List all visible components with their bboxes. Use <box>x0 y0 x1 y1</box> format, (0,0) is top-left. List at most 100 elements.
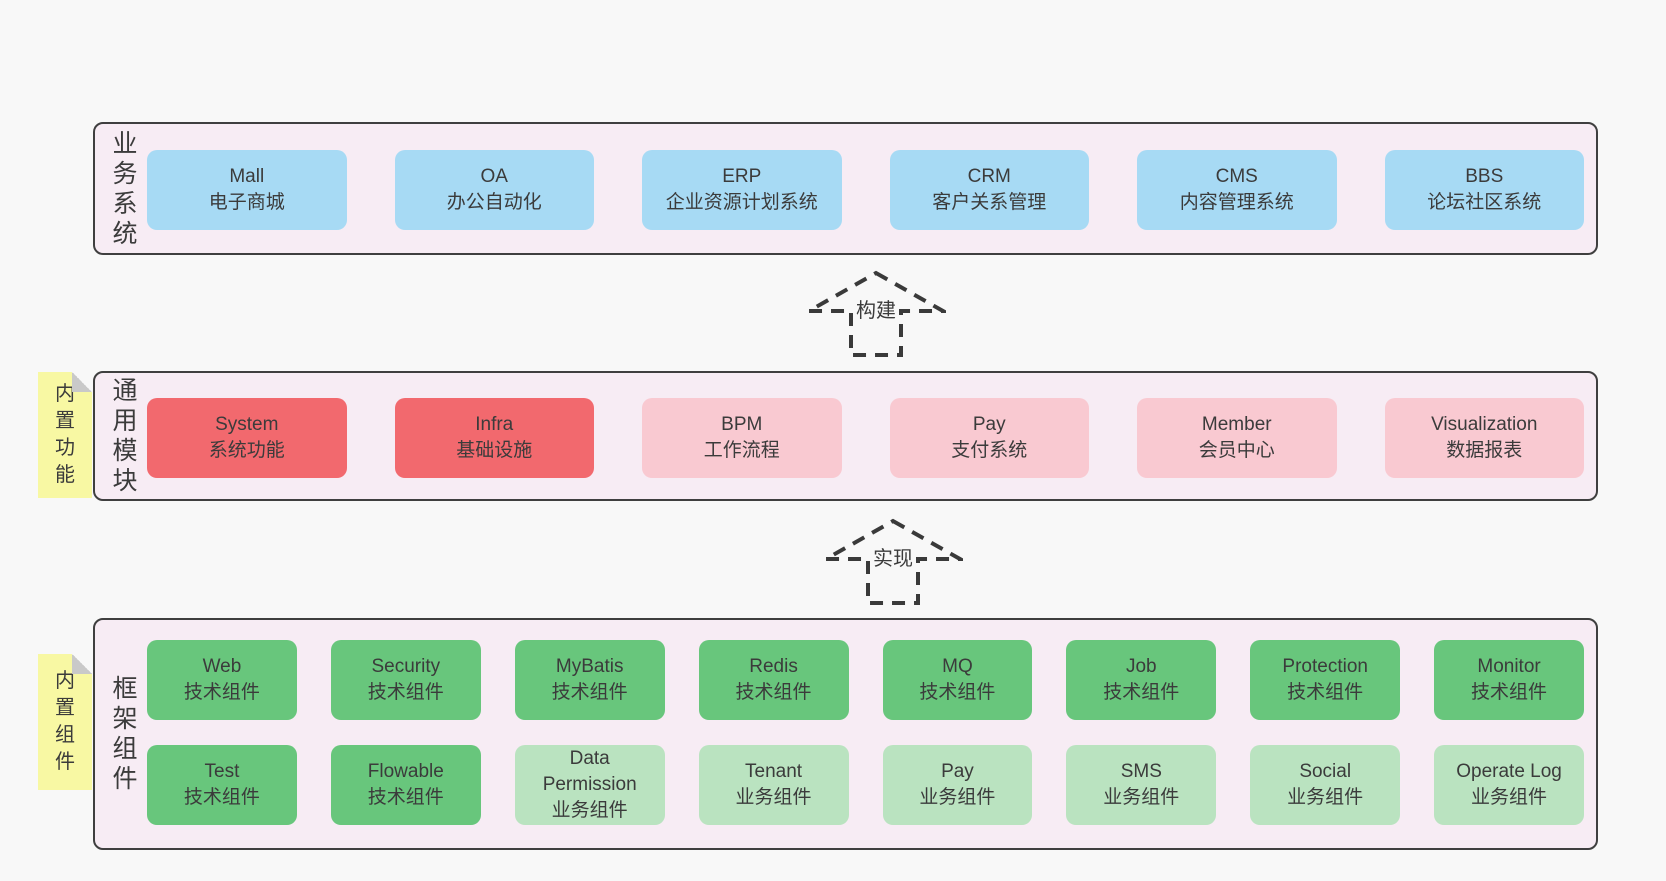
box-subtitle: 论坛社区系统 <box>1427 192 1542 213</box>
box-title: Member <box>1201 414 1272 435</box>
business-systems-panel: 业务系统 Mall 电子商城 OA 办公自动化 ERP 企业资源计划系统 CRM… <box>93 122 1598 255</box>
box-social: Social 业务组件 <box>1250 745 1401 825</box>
implement-arrow-label: 实现 <box>870 542 916 571</box>
box-protection: Protection 技术组件 <box>1250 640 1401 720</box>
box-test: Test 技术组件 <box>147 745 297 825</box>
box-subtitle: 技术组件 <box>1287 682 1364 703</box>
box-title: Flowable <box>367 761 444 782</box>
box-redis: Redis 技术组件 <box>698 640 849 720</box>
box-title: System <box>215 414 279 435</box>
box-title: MQ <box>942 656 973 677</box>
box-title: MyBatis <box>555 656 624 677</box>
box-job: Job 技术组件 <box>1066 640 1217 720</box>
box-infra: Infra 基础设施 <box>394 398 594 478</box>
box-subtitle: 技术组件 <box>183 682 260 703</box>
box-subtitle: 技术组件 <box>367 682 444 703</box>
box-mall: Mall 电子商城 <box>147 150 347 230</box>
box-title: Test <box>204 761 240 782</box>
box-web: Web 技术组件 <box>147 640 297 720</box>
box-subtitle: 系统功能 <box>208 440 285 461</box>
business-panel-label: 业务系统 <box>112 129 138 248</box>
framework-components-panel: 框架组件 Web 技术组件 Security 技术组件 MyBatis 技术组件… <box>93 618 1598 850</box>
note-text: 内置功能 <box>55 383 75 486</box>
box-subtitle: 基础设施 <box>456 440 533 461</box>
box-title: CMS <box>1215 166 1258 187</box>
box-pay-component: Pay 业务组件 <box>882 745 1033 825</box>
box-title: Social <box>1299 761 1352 782</box>
box-title: Visualization <box>1431 414 1538 435</box>
box-subtitle: 业务组件 <box>551 800 628 821</box>
box-tenant: Tenant 业务组件 <box>698 745 849 825</box>
box-title: Redis <box>749 656 798 677</box>
box-bpm: BPM 工作流程 <box>642 398 842 478</box>
modules-box-row: System 系统功能 Infra 基础设施 BPM 工作流程 Pay 支付系统… <box>147 398 1584 478</box>
build-arrow: 构建 <box>806 270 946 358</box>
box-subtitle: 技术组件 <box>183 787 260 808</box>
box-title: CRM <box>967 166 1011 187</box>
box-title: ERP <box>722 166 762 187</box>
box-subtitle: 业务组件 <box>1287 787 1364 808</box>
framework-box-row-bottom: Test 技术组件 Flowable 技术组件 Data Permission … <box>147 745 1584 825</box>
box-title: BBS <box>1465 166 1504 187</box>
box-mybatis: MyBatis 技术组件 <box>514 640 665 720</box>
box-title: OA <box>480 166 508 187</box>
box-visualization: Visualization 数据报表 <box>1384 398 1584 478</box>
up-arrow-icon <box>806 270 946 357</box>
box-subtitle: 业务组件 <box>1471 787 1548 808</box>
box-flowable: Flowable 技术组件 <box>330 745 481 825</box>
box-subtitle: 技术组件 <box>919 682 996 703</box>
box-subtitle: 业务组件 <box>735 787 812 808</box>
framework-panel-label: 框架组件 <box>112 675 138 793</box>
build-arrow-label: 构建 <box>853 294 899 323</box>
box-title: SMS <box>1120 761 1162 782</box>
box-title: Mall <box>229 166 265 187</box>
box-cms: CMS 内容管理系统 <box>1137 150 1337 230</box>
box-subtitle: 工作流程 <box>703 440 780 461</box>
box-title: Tenant <box>745 761 803 782</box>
box-sms: SMS 业务组件 <box>1066 745 1217 825</box>
note-text: 内置组件 <box>55 670 75 773</box>
box-title: BPM <box>721 414 763 435</box>
box-subtitle: 电子商城 <box>208 192 285 213</box>
box-member: Member 会员中心 <box>1137 398 1337 478</box>
box-data-permission: Data Permission 业务组件 <box>514 745 665 825</box>
box-system: System 系统功能 <box>147 398 347 478</box>
box-title: Pay <box>972 414 1006 435</box>
box-subtitle: 企业资源计划系统 <box>665 192 818 213</box>
box-subtitle: 办公自动化 <box>446 192 542 213</box>
box-oa: OA 办公自动化 <box>394 150 594 230</box>
box-subtitle: 业务组件 <box>919 787 996 808</box>
box-operate-log: Operate Log 业务组件 <box>1434 745 1584 825</box>
framework-box-row-top: Web 技术组件 Security 技术组件 MyBatis 技术组件 Redi… <box>147 640 1584 720</box>
common-modules-panel: 通用模块 System 系统功能 Infra 基础设施 BPM 工作流程 Pay… <box>93 371 1598 501</box>
note-fold-corner-icon <box>72 654 92 674</box>
box-subtitle: 技术组件 <box>1471 682 1548 703</box>
box-subtitle: 内容管理系统 <box>1179 192 1294 213</box>
box-title: Data Permission <box>542 748 637 795</box>
modules-panel-label: 通用模块 <box>112 377 138 495</box>
box-title: Protection <box>1282 656 1368 677</box>
business-box-row: Mall 电子商城 OA 办公自动化 ERP 企业资源计划系统 CRM 客户关系… <box>147 150 1584 230</box>
builtin-components-note: 内置组件 <box>38 654 92 790</box>
box-title: Pay <box>941 761 974 782</box>
box-subtitle: 技术组件 <box>367 787 444 808</box>
box-monitor: Monitor 技术组件 <box>1434 640 1584 720</box>
box-title: Infra <box>475 414 514 435</box>
box-subtitle: 数据报表 <box>1446 440 1523 461</box>
up-arrow-icon <box>823 518 963 605</box>
box-subtitle: 技术组件 <box>735 682 812 703</box>
box-subtitle: 会员中心 <box>1198 440 1275 461</box>
note-fold-corner-icon <box>72 372 92 392</box>
box-subtitle: 技术组件 <box>1103 682 1180 703</box>
box-title: Job <box>1125 656 1157 677</box>
box-security: Security 技术组件 <box>330 640 481 720</box>
box-title: Operate Log <box>1456 761 1562 782</box>
box-crm: CRM 客户关系管理 <box>889 150 1089 230</box>
box-mq: MQ 技术组件 <box>882 640 1033 720</box>
box-erp: ERP 企业资源计划系统 <box>642 150 842 230</box>
box-subtitle: 客户关系管理 <box>932 192 1047 213</box>
box-subtitle: 业务组件 <box>1103 787 1180 808</box>
box-title: Monitor <box>1477 656 1541 677</box>
box-subtitle: 支付系统 <box>951 440 1028 461</box>
